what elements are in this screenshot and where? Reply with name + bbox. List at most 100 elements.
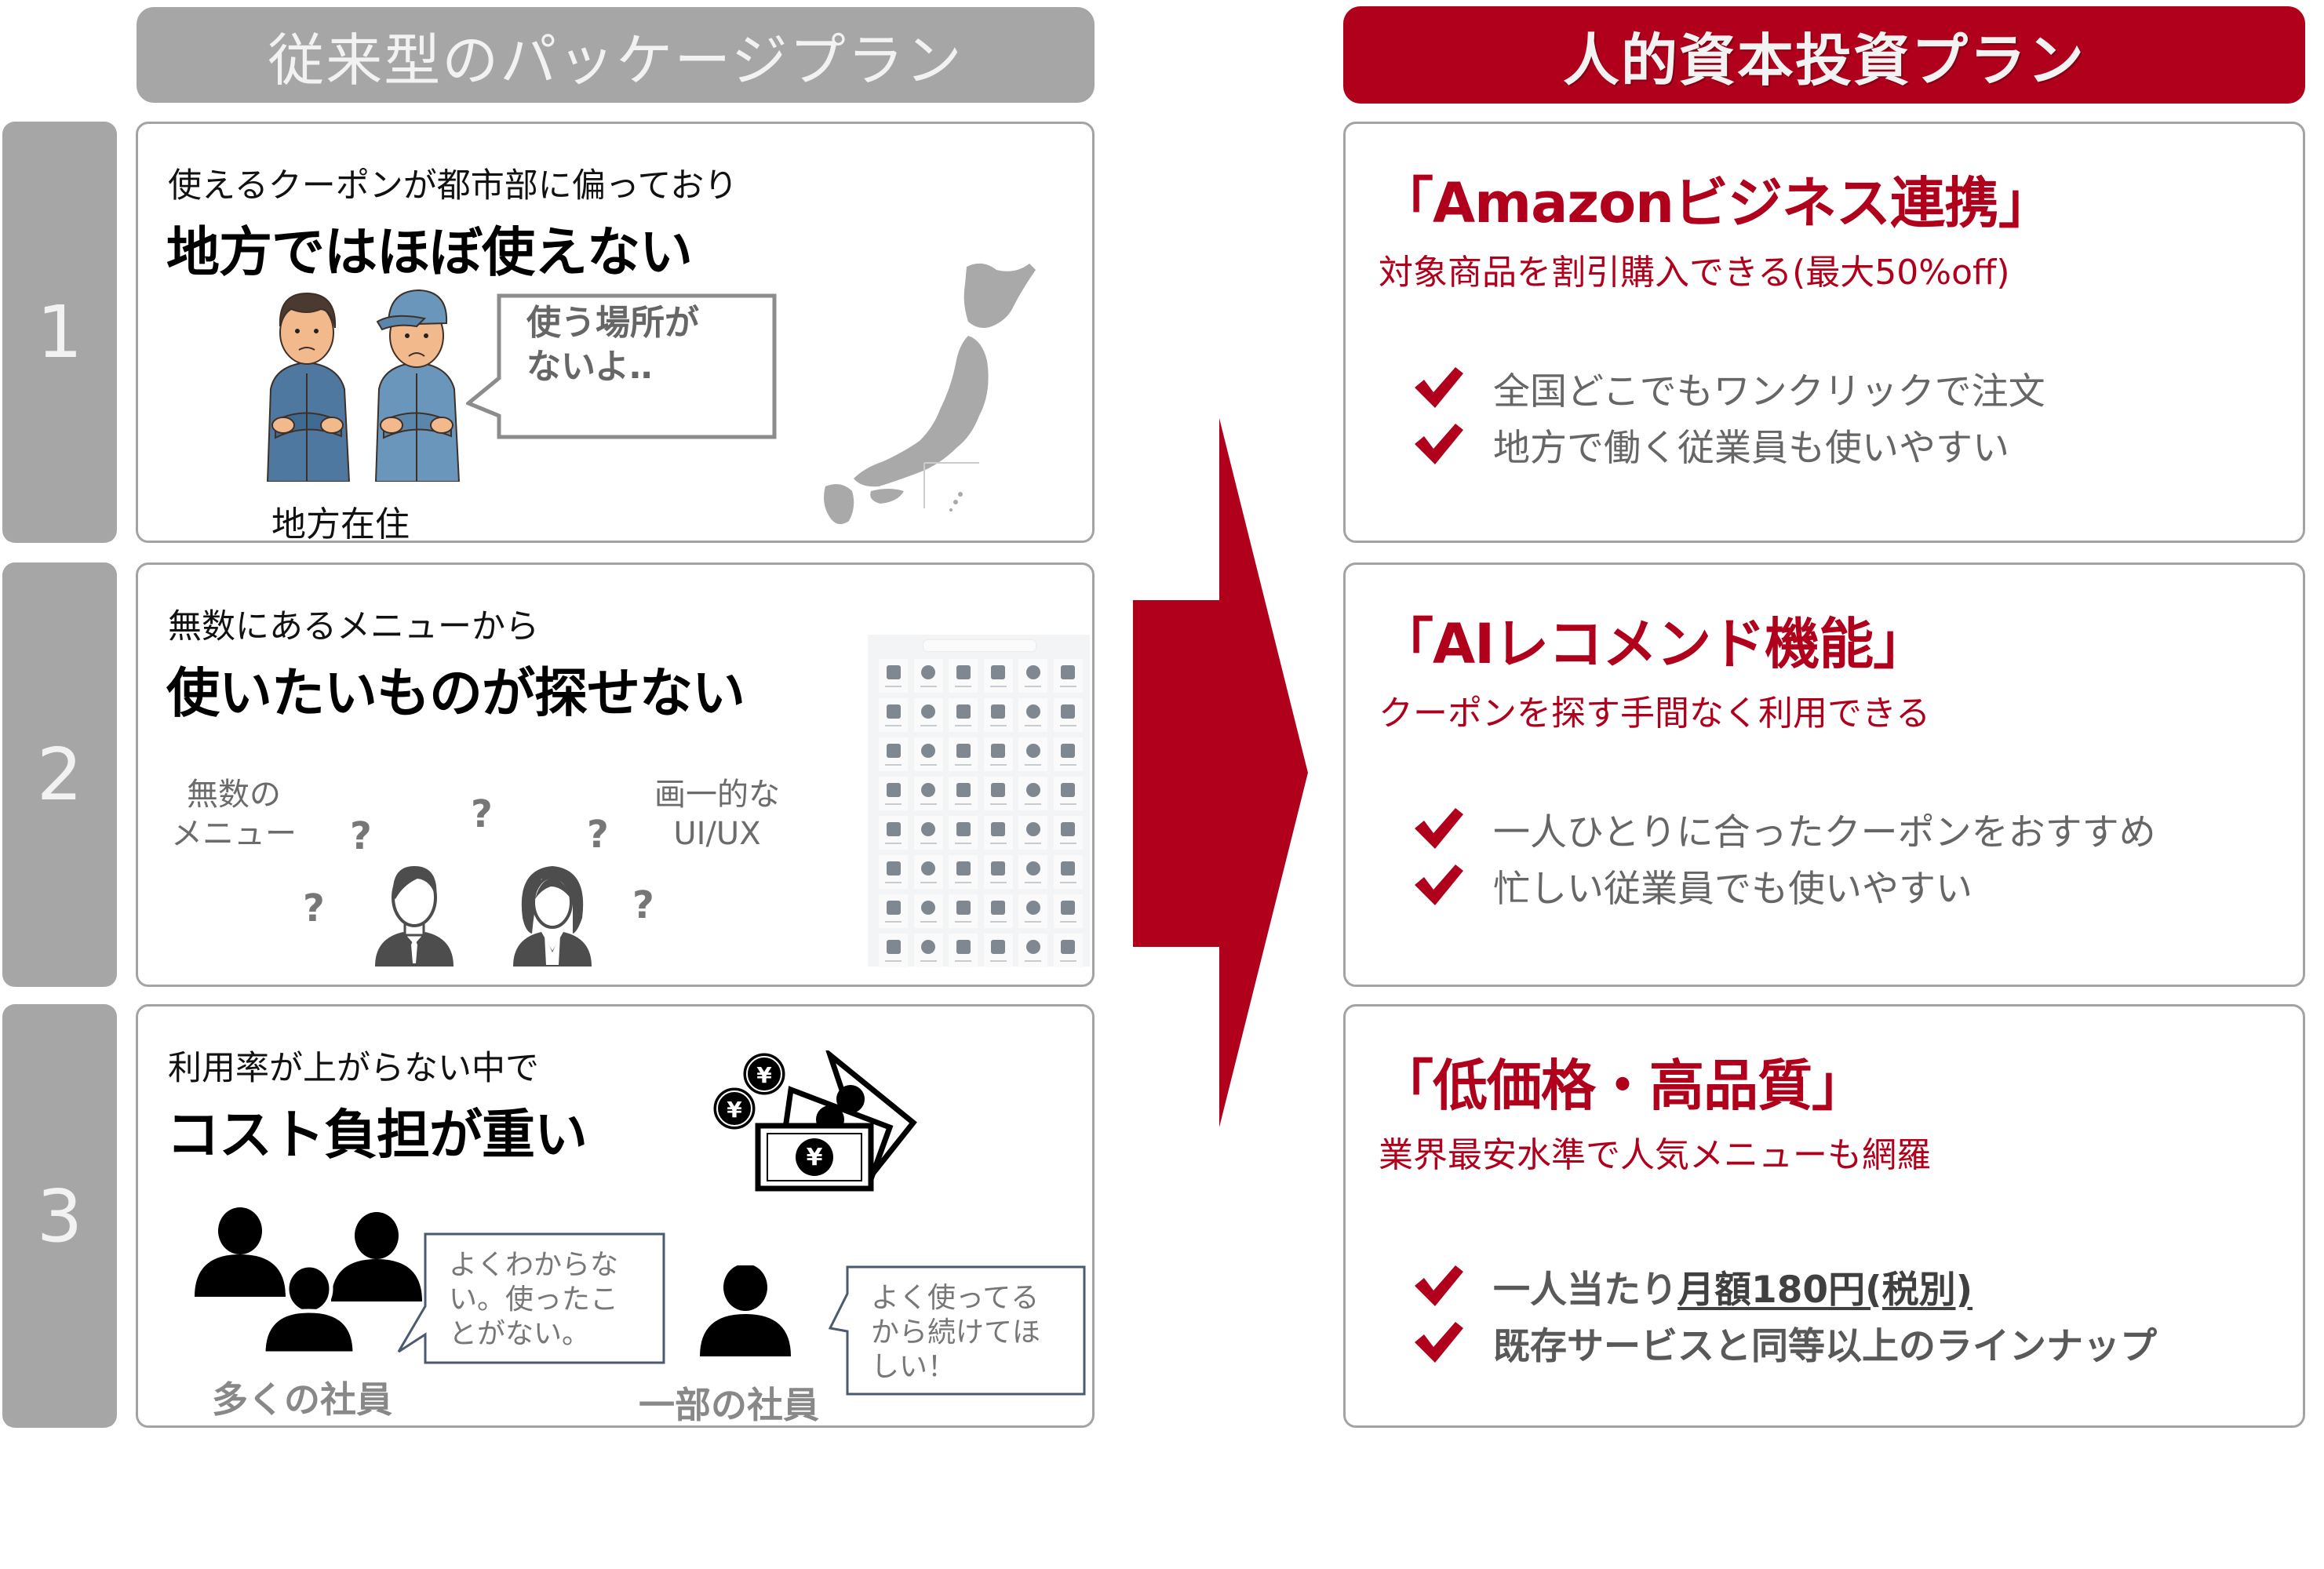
benefit-item: 全国どこでもワンクリックで注文 xyxy=(1415,359,2045,416)
speech-bubble xyxy=(466,293,777,439)
menu-glyph-icon xyxy=(956,940,971,954)
menu-label-bar xyxy=(1025,882,1041,883)
checkmark-icon xyxy=(1415,865,1463,905)
menu-label-bar xyxy=(1025,686,1041,687)
menu-item-icon xyxy=(1053,777,1083,810)
caption-some-employees: 一部の社員 xyxy=(639,1384,819,1426)
benefit-list: 一人ひとりに合ったクーポンをおすすめ 忙しい従業員でも使いやすい xyxy=(1415,800,2156,913)
menu-item-icon xyxy=(1018,737,1047,771)
menu-glyph-icon xyxy=(1025,665,1040,679)
solution-title: 「Amazonビジネス連携」 xyxy=(1379,171,2053,235)
menu-label-bar xyxy=(1025,803,1041,805)
question-mark-icon: ? xyxy=(350,814,372,858)
menu-glyph-icon xyxy=(886,901,901,915)
menu-label-bar xyxy=(885,686,902,687)
menu-glyph-icon xyxy=(1061,822,1075,836)
menu-item-icon xyxy=(949,855,978,889)
menu-label-bar xyxy=(989,803,1007,805)
menu-label-bar xyxy=(989,764,1007,766)
menu-item-icon xyxy=(983,934,1013,967)
menu-glyph-icon xyxy=(991,744,1005,758)
menu-glyph-icon xyxy=(991,704,1005,719)
number-label: 2 xyxy=(36,733,83,817)
menu-glyph-icon xyxy=(886,940,901,954)
menu-item-icon xyxy=(1053,934,1083,967)
menu-item-icon xyxy=(913,934,943,967)
solution-title: 「AIレコメンド機能」 xyxy=(1379,612,1928,676)
menu-glyph-icon xyxy=(991,940,1005,954)
menu-item-icon xyxy=(983,855,1013,889)
monthly-price: 月額180円(税別) xyxy=(1677,1268,1973,1312)
menu-item-icon xyxy=(879,659,908,693)
worried-workers-icon xyxy=(266,289,461,482)
label-countless-menus: 無数の メニュー xyxy=(171,777,297,852)
menu-item-icon xyxy=(949,894,978,928)
menu-glyph-icon xyxy=(956,744,971,758)
menu-label-bar xyxy=(1059,725,1076,726)
menu-label-bar xyxy=(885,725,902,726)
question-mark-icon: ? xyxy=(587,813,609,857)
menu-label-bar xyxy=(955,882,971,883)
menu-glyph-icon xyxy=(921,704,935,719)
svg-text:¥: ¥ xyxy=(756,1062,772,1088)
solution-subtitle: 業界最安水準で人気メニューも網羅 xyxy=(1379,1135,1931,1175)
search-bar xyxy=(923,640,1036,651)
menu-glyph-icon xyxy=(991,783,1005,797)
benefit-item: 一人当たり月額180円(税別) xyxy=(1415,1258,2157,1314)
panel-subtitle: 使えるクーポンが都市部に偏っており xyxy=(168,166,738,206)
menu-label-bar xyxy=(955,960,971,962)
menu-glyph-icon xyxy=(956,901,971,915)
panel-heading: コスト負担が重い xyxy=(166,1105,588,1167)
benefit-list: 全国どこでもワンクリックで注文 地方で働く従業員も使いやすい xyxy=(1415,359,2045,472)
menu-glyph-icon xyxy=(1025,744,1040,758)
menu-glyph-icon xyxy=(1061,861,1075,876)
menu-glyph-icon xyxy=(921,822,935,836)
menu-label-bar xyxy=(955,843,971,844)
menu-label-bar xyxy=(1059,960,1076,962)
speech-bubble-text: よく使ってる から続けてほ しい！ xyxy=(871,1282,1041,1383)
menu-item-icon xyxy=(1053,894,1083,928)
checkmark-icon xyxy=(1415,808,1463,849)
menu-item-icon xyxy=(949,659,978,693)
menu-glyph-icon xyxy=(921,783,935,797)
speech-bubble-text: 使う場所が ないよ‥ xyxy=(526,303,699,387)
number-tab-2: 2 xyxy=(2,562,117,987)
svg-text:¥: ¥ xyxy=(727,1097,742,1123)
menu-item-icon xyxy=(913,737,943,771)
menu-label-bar xyxy=(1025,843,1041,844)
japan-map-icon xyxy=(824,263,1036,525)
svg-text:¥: ¥ xyxy=(807,1144,823,1171)
menu-item-icon xyxy=(949,698,978,732)
menu-label-bar xyxy=(920,686,937,687)
employee-group-icon xyxy=(195,1207,422,1353)
menu-item-icon xyxy=(949,816,978,850)
menu-label-bar xyxy=(920,764,937,766)
menu-item-icon xyxy=(983,816,1013,850)
benefit-item: 既存サービスと同等以上のラインナップ xyxy=(1415,1314,2157,1371)
solution-title: 「低価格・高品質」 xyxy=(1379,1054,1867,1118)
menu-item-icon xyxy=(983,737,1013,771)
menu-label-bar xyxy=(885,882,902,883)
benefit-text: 一人当たり月額180円(税別) xyxy=(1493,1259,1972,1313)
menu-item-icon xyxy=(879,777,908,810)
menu-glyph-icon xyxy=(956,783,971,797)
menu-glyph-icon xyxy=(1025,783,1040,797)
menu-glyph-icon xyxy=(886,783,901,797)
number-tab-1: 1 xyxy=(2,122,117,543)
checkmark-icon xyxy=(1415,1322,1463,1363)
menu-item-icon xyxy=(1018,777,1047,810)
number-label: 3 xyxy=(36,1174,83,1258)
menu-item-icon xyxy=(913,855,943,889)
menu-item-icon xyxy=(879,855,908,889)
speech-bubble-text: よくわからな い。使ったこ とがない。 xyxy=(449,1249,619,1350)
menu-item-icon xyxy=(1053,698,1083,732)
benefit-list: 一人当たり月額180円(税別) 既存サービスと同等以上のラインナップ xyxy=(1415,1258,2157,1371)
label-uniform-uiux: 画一的な UI/UX xyxy=(654,777,780,852)
menu-label-bar xyxy=(920,882,937,883)
problem-panel-cost: 利用率が上がらない中で コスト負担が重い ¥ ¥ ¥ xyxy=(136,1004,1095,1428)
menu-glyph-icon xyxy=(921,665,935,679)
menu-item-icon xyxy=(983,777,1013,810)
benefit-text: 全国どこでもワンクリックで注文 xyxy=(1493,369,2045,413)
menu-label-bar xyxy=(989,882,1007,883)
menu-label-bar xyxy=(989,960,1007,962)
